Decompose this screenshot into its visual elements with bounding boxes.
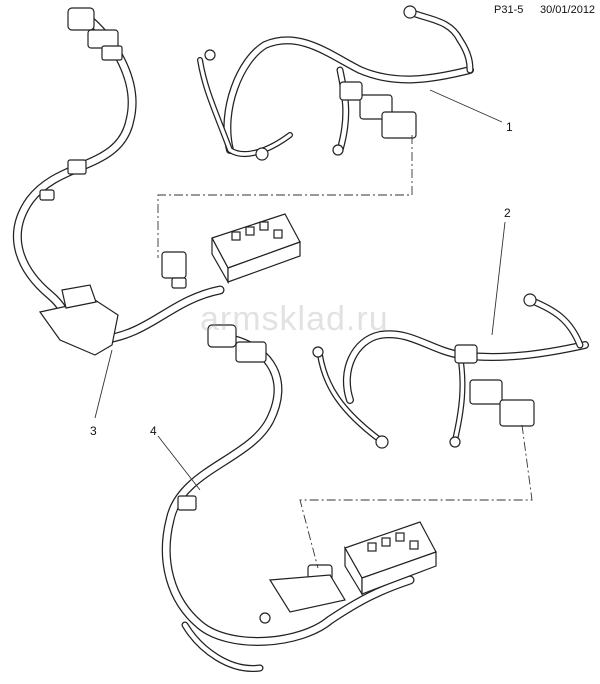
ring-terminal xyxy=(259,612,271,624)
association-line-1 xyxy=(157,135,413,258)
harness-4 xyxy=(161,324,437,672)
connector-plug xyxy=(161,251,187,279)
relay-connector xyxy=(499,399,535,427)
watermark: armsklad.ru xyxy=(200,300,389,338)
connector-block xyxy=(87,29,119,49)
harness-clip xyxy=(67,159,87,175)
connector-plug xyxy=(171,277,187,289)
harness-bracket xyxy=(38,299,119,356)
fuse-slot xyxy=(395,532,405,542)
harness-3 xyxy=(12,7,301,356)
ring-terminal xyxy=(255,147,269,161)
ring-terminal xyxy=(449,436,461,448)
fuse-slot xyxy=(259,221,269,231)
fuse-slot xyxy=(273,229,283,239)
junction-block xyxy=(469,379,503,405)
connector-block xyxy=(61,284,97,309)
callout-4: 4 xyxy=(150,424,157,438)
drawing-date: 30/01/2012 xyxy=(540,4,596,16)
ring-terminal xyxy=(312,346,324,358)
fuse-box-front xyxy=(227,241,301,283)
relay-connector xyxy=(381,111,417,139)
leader-line-3 xyxy=(94,349,113,419)
connector-block xyxy=(339,81,363,101)
fuse-slot xyxy=(367,542,377,552)
ring-terminal xyxy=(332,144,344,156)
battery-terminal xyxy=(523,293,537,307)
fuse-slot xyxy=(231,231,241,241)
fuse-slot xyxy=(409,540,419,550)
battery-terminal xyxy=(403,5,417,19)
fuse-box-front xyxy=(361,551,437,595)
callout-3: 3 xyxy=(90,424,97,438)
association-line-2 xyxy=(299,424,533,569)
callout-2: 2 xyxy=(504,206,511,220)
harness-2 xyxy=(312,293,589,449)
harness-clip xyxy=(39,189,55,201)
leader-line-4 xyxy=(157,435,201,491)
leader-line-2 xyxy=(491,221,506,336)
callout-1: 1 xyxy=(506,120,513,134)
connector-block xyxy=(454,344,478,364)
connector-block xyxy=(101,45,123,61)
connector-block xyxy=(67,7,95,31)
harness-clip xyxy=(177,495,197,511)
harness-bracket xyxy=(268,574,346,613)
ring-terminal xyxy=(204,49,216,61)
leader-line-1 xyxy=(429,89,503,123)
connector-block xyxy=(207,324,237,348)
connector-block xyxy=(235,341,267,363)
fuse-slot xyxy=(381,537,391,547)
harness-2-cable xyxy=(342,330,589,404)
harness-1 xyxy=(197,5,474,161)
ring-terminal xyxy=(375,435,389,449)
fuse-slot xyxy=(245,226,255,236)
drawing-code: P31-5 xyxy=(494,4,524,16)
